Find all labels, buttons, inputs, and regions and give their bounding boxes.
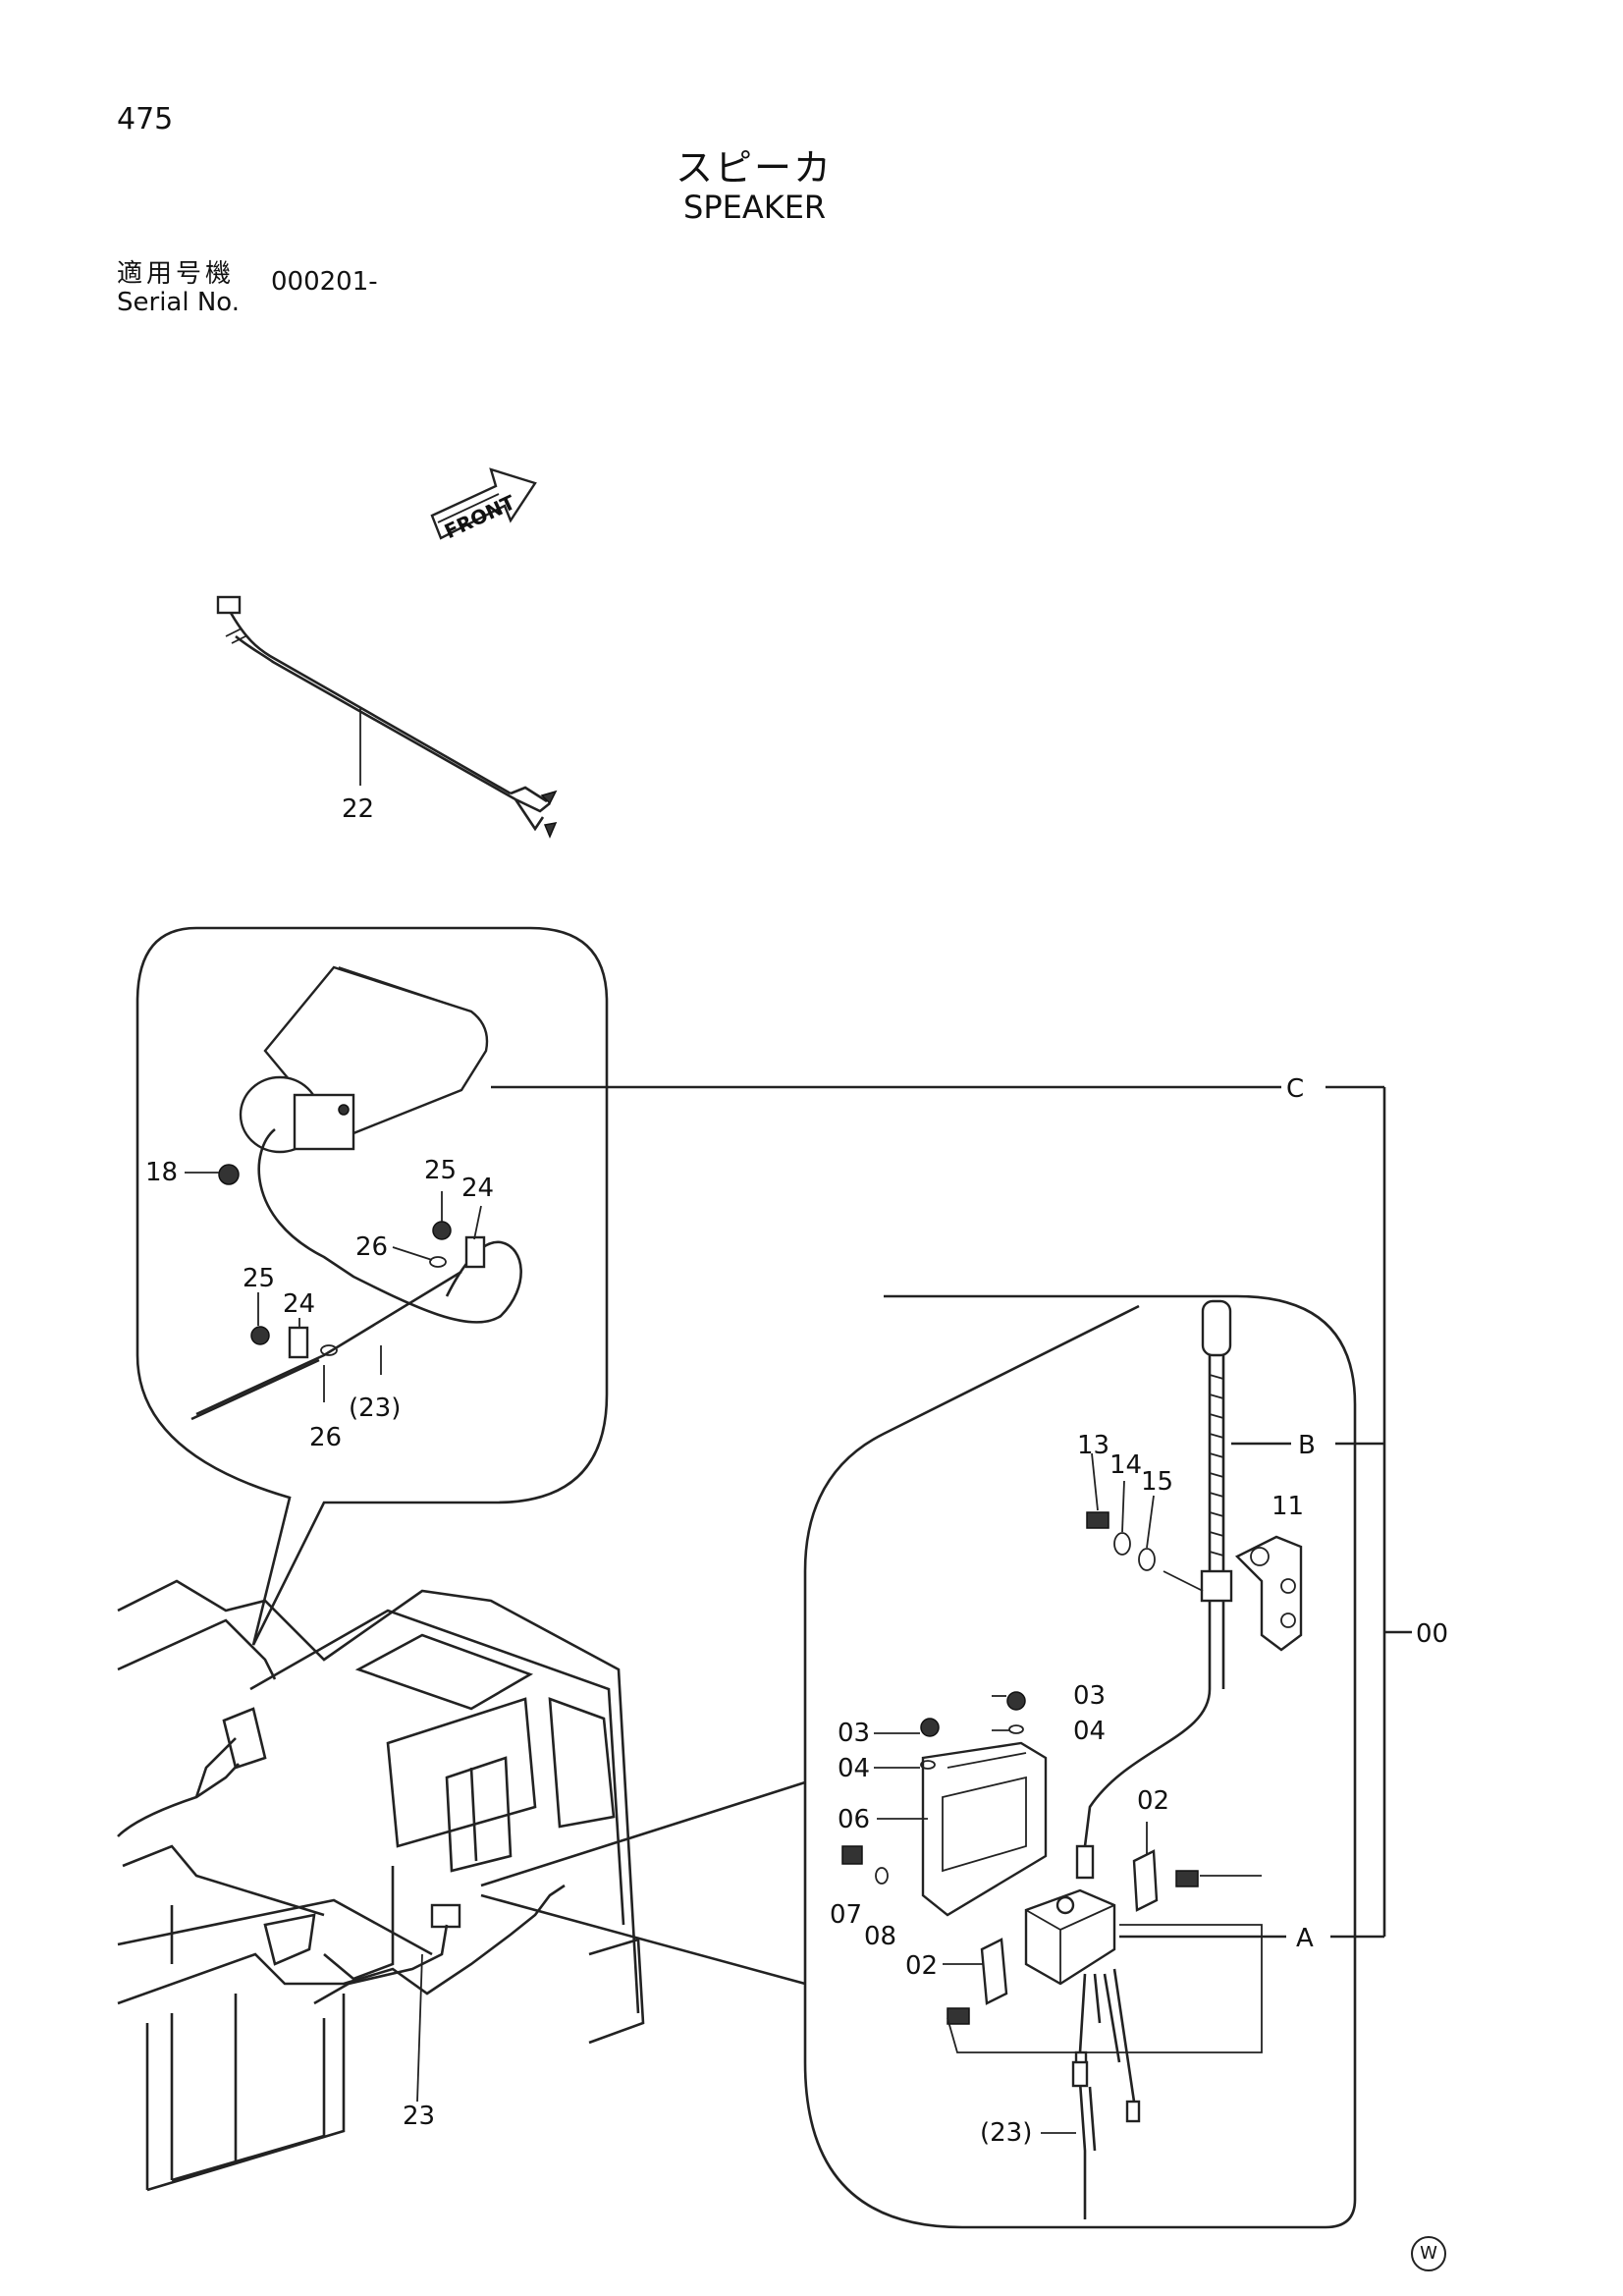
harness-22: [216, 595, 558, 839]
callout-labels: 22 18 25 24 26 25 24 (23) 26 23 C B A 00…: [145, 794, 1448, 2148]
callout-13: 13: [1077, 1431, 1109, 1460]
callout-07: 07: [830, 1900, 862, 1930]
callout-02-right: 02: [1137, 1786, 1169, 1816]
serial-number-value: 000201-: [271, 267, 378, 297]
callout-04-left: 04: [838, 1754, 870, 1783]
page-number: 475: [117, 102, 174, 137]
lower-detail-balloon: [480, 1294, 1357, 2229]
upper-leaders: [185, 1172, 482, 1402]
callout-00: 00: [1416, 1619, 1448, 1649]
front-arrow: FRONT: [430, 467, 537, 543]
callout-08: 08: [864, 1922, 896, 1951]
callout-23-paren-lower: (23): [980, 2118, 1032, 2148]
lower-leaders: [874, 1695, 1263, 2134]
callout-15: 15: [1141, 1467, 1173, 1497]
callout-14: 14: [1109, 1450, 1142, 1480]
corner-mark: W: [1411, 2236, 1446, 2271]
callout-25-upper: 25: [424, 1156, 457, 1185]
serial-label-english: Serial No.: [117, 288, 240, 317]
callout-11: 11: [1271, 1492, 1304, 1521]
ref-label-c: C: [1286, 1074, 1304, 1104]
horn-speaker: [190, 965, 522, 1421]
speaker-bracket-06: [841, 1691, 1048, 1917]
callout-23: 23: [403, 2102, 435, 2131]
amplifier-unit: [947, 1849, 1199, 2219]
callout-02-left: 02: [905, 1951, 938, 1981]
machine-cab: [117, 1579, 645, 2192]
ref-label-a: A: [1296, 1924, 1314, 1953]
antenna: [1075, 1299, 1233, 1880]
callout-24-upper: 24: [461, 1174, 494, 1203]
callout-23-paren-upper: (23): [349, 1394, 401, 1423]
title-english: SPEAKER: [683, 189, 827, 226]
ref-label-b: B: [1298, 1431, 1316, 1460]
reference-lines: [491, 1085, 1412, 1939]
serial-label-japanese: 適用号機: [117, 259, 236, 289]
callout-22: 22: [342, 794, 374, 824]
upper-fasteners: [218, 1164, 486, 1359]
upper-detail-balloon: [135, 926, 609, 1646]
callout-06: 06: [838, 1805, 870, 1834]
callout-03-right: 03: [1073, 1681, 1106, 1711]
fasteners-13-15: [1086, 1452, 1204, 1592]
callout-26-lower: 26: [309, 1423, 342, 1452]
title-japanese: スピーカ: [676, 146, 834, 190]
callout-04-right: 04: [1073, 1717, 1106, 1746]
callout-03-left: 03: [838, 1719, 870, 1748]
bracket-11: [1234, 1535, 1303, 1652]
callout-24-lower: 24: [283, 1289, 315, 1319]
callout-18: 18: [145, 1158, 178, 1187]
callout-25-lower: 25: [243, 1264, 275, 1293]
callout-26-upper: 26: [355, 1232, 388, 1262]
